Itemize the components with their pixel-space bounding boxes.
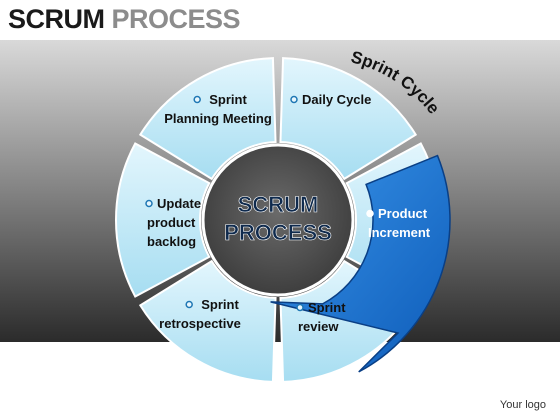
- label-update-backlog: Update product backlog: [145, 196, 201, 249]
- bullet-dot-icon: [290, 95, 298, 104]
- segment-update-backlog: [138, 57, 277, 181]
- logo-placeholder: Your logo: [499, 399, 546, 411]
- center-circle: [201, 143, 355, 297]
- label-sprint-retrospective-line-2: retrospective: [159, 316, 241, 331]
- title-secondary: PROCESS: [111, 4, 241, 34]
- label-sprint-review-line-2: review: [298, 319, 339, 334]
- title-primary: SCRUM: [8, 4, 105, 34]
- bullet-dot-icon: [296, 303, 304, 312]
- label-product-increment-line-1: Product: [378, 206, 428, 221]
- bullet-dot-icon: [193, 95, 201, 104]
- slide-title: SCRUM PROCESS: [8, 4, 241, 35]
- label-update-backlog-line-2: product: [147, 215, 196, 230]
- label-sprint-review: Sprint review: [296, 300, 346, 334]
- bullet-dot-icon: [145, 199, 153, 208]
- center-label-line2: PROCESS: [224, 220, 332, 245]
- bullet-dot-icon: [366, 209, 374, 218]
- label-sprint-review-line-1: Sprint: [308, 300, 346, 315]
- label-daily-cycle-line-1: Daily Cycle: [302, 92, 371, 107]
- center-label-line1: SCRUM: [238, 192, 319, 217]
- label-sprint-planning-line-2: Planning Meeting: [164, 111, 272, 126]
- segment-sprint-planning: [279, 57, 418, 181]
- label-sprint-retrospective: Sprint retrospective: [159, 297, 241, 331]
- label-sprint-planning-line-1: Sprint: [209, 92, 247, 107]
- bullet-dot-icon: [185, 300, 193, 309]
- product-increment-arrow: [270, 154, 451, 373]
- segment-sprint-retrospective: [115, 142, 211, 298]
- segment-sprint-review: [138, 259, 277, 383]
- label-product-increment-line-2: Increment: [368, 225, 431, 240]
- label-daily-cycle: Daily Cycle: [290, 92, 371, 107]
- label-sprint-retrospective-line-1: Sprint: [201, 297, 239, 312]
- cycle-ring: [115, 57, 451, 383]
- label-update-backlog-line-1: Update: [157, 196, 201, 211]
- label-update-backlog-line-3: backlog: [147, 234, 196, 249]
